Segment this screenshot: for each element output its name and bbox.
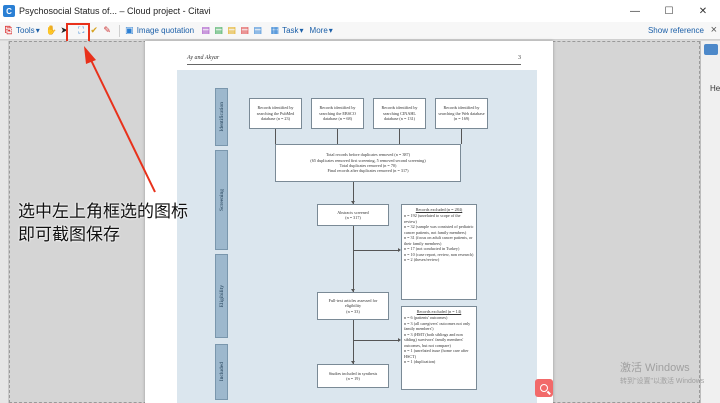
- arrow-right-icon: [398, 248, 401, 252]
- stage-identification: Identification: [215, 88, 228, 146]
- arrow-down-icon: [351, 289, 355, 292]
- window-controls: — ☐ ✕: [618, 0, 720, 22]
- annotation-text: 选中左上角框选的图标 即可截图保存: [18, 201, 188, 247]
- purple-comment-icon[interactable]: ▤: [201, 25, 210, 35]
- flow-box-web: Records identified by searching the Web …: [435, 98, 488, 129]
- task-icon: ▦: [270, 25, 279, 35]
- right-panel-label: He: [710, 84, 720, 93]
- task-label: Task: [282, 26, 299, 35]
- window-title: Psychosocial Status of... – Cloud projec…: [19, 6, 211, 16]
- page-number: 3: [518, 55, 521, 61]
- close-button[interactable]: ✕: [698, 5, 708, 17]
- image-quotation-label: Image quotation: [136, 26, 195, 35]
- snapshot-frame-icon[interactable]: ⛶: [78, 25, 85, 35]
- red-comment-icon[interactable]: ▤: [240, 25, 249, 35]
- connector: [461, 129, 462, 144]
- title-bar: C Psychosocial Status of... – Cloud proj…: [0, 0, 720, 22]
- hand-tool-icon[interactable]: ✋: [45, 25, 57, 35]
- yellow-comment-icon[interactable]: ▤: [227, 25, 236, 35]
- annotation-line-1: 选中左上角框选的图标: [18, 202, 188, 222]
- pdf-page: Ay and Akyar 3 Identification Screening …: [145, 41, 553, 403]
- image-quotation-button[interactable]: ▣ Image quotation: [124, 25, 194, 36]
- chevron-down-icon: ▾: [328, 26, 333, 35]
- show-reference-link[interactable]: Show reference: [647, 26, 704, 35]
- running-head: Ay and Akyar: [187, 55, 220, 61]
- search-icon: [540, 384, 548, 392]
- connector: [275, 129, 276, 144]
- highlighter-icon[interactable]: ✎: [103, 25, 111, 35]
- flow-box-excluded-eligibility: Records excluded (n = 14) n = 6 (patient…: [401, 306, 477, 390]
- connector: [353, 250, 399, 251]
- check-icon[interactable]: ✔: [90, 25, 98, 35]
- green-comment-icon[interactable]: ▤: [214, 25, 223, 35]
- arrow-down-icon: [351, 361, 355, 364]
- stage-screening: Screening: [215, 150, 228, 250]
- connector: [399, 129, 400, 144]
- maximize-button[interactable]: ☐: [664, 5, 674, 17]
- flow-box-screening-totals: Total records before duplicates removed …: [275, 144, 461, 182]
- flow-box-included: Studies included in synthesis (n = 19): [317, 364, 389, 388]
- header-rule: [187, 64, 521, 65]
- search-fab-button[interactable]: [535, 379, 553, 397]
- flow-box-fulltext: Full-text articles assessed for eligibil…: [317, 292, 389, 320]
- windows-activation-watermark: 激活 Windows 转到"设置"以激活 Windows: [620, 362, 704, 388]
- flow-box-excluded-screening: Records excluded (n = 284) n = 192 (unre…: [401, 204, 477, 300]
- more-label: More: [309, 26, 328, 35]
- flow-box-ebsco: Records identified by searching the EBSC…: [311, 98, 364, 129]
- prisma-flowchart: Identification Screening Eligibility Inc…: [177, 70, 537, 403]
- connector: [353, 226, 354, 292]
- close-preview-icon[interactable]: ×: [710, 24, 717, 36]
- connector: [337, 129, 338, 144]
- left-gutter: [0, 41, 9, 403]
- stage-eligibility: Eligibility: [215, 254, 228, 338]
- annotation-line-2: 即可截图保存: [18, 225, 120, 245]
- panel-toggle-button[interactable]: [704, 44, 718, 55]
- right-side-panel: He: [700, 41, 720, 403]
- watermark-line-1: 激活 Windows: [620, 362, 690, 374]
- minimize-button[interactable]: —: [630, 5, 640, 17]
- citavi-app-icon: C: [3, 5, 15, 17]
- pdf-icon: ⎘: [4, 25, 13, 35]
- connector: [353, 182, 354, 204]
- task-menu[interactable]: ▦ Task ▾: [269, 25, 303, 36]
- connector: [353, 340, 399, 341]
- stage-included: Included: [215, 344, 228, 400]
- flow-box-abstracts: Abstracts screened (n = 317): [317, 204, 389, 226]
- flow-box-cinahl: Records identified by searching CINAHL d…: [373, 98, 426, 129]
- pdf-toolbar: ⎘ Tools ▾ ✋ ➤ ⛶ ✔ ✎ ▣ Image quotation ▤ …: [0, 22, 720, 40]
- connector: [353, 320, 354, 364]
- image-quotation-icon: ▣: [124, 25, 134, 35]
- tools-menu[interactable]: Tools ▾: [16, 26, 40, 35]
- blue-comment-icon[interactable]: ▤: [253, 25, 262, 35]
- arrow-right-icon: [398, 338, 401, 342]
- chevron-down-icon: ▾: [35, 26, 40, 35]
- arrow-down-icon: [351, 201, 355, 204]
- select-cursor-icon[interactable]: ➤: [60, 25, 68, 35]
- flow-box-pubmed: Records identified by searching the PubM…: [249, 98, 302, 129]
- chevron-down-icon: ▾: [299, 26, 304, 35]
- more-menu[interactable]: More ▾: [310, 26, 333, 35]
- toolbar-separator: [118, 24, 120, 37]
- tools-label: Tools: [16, 26, 35, 35]
- watermark-line-2: 转到"设置"以激活 Windows: [620, 378, 705, 385]
